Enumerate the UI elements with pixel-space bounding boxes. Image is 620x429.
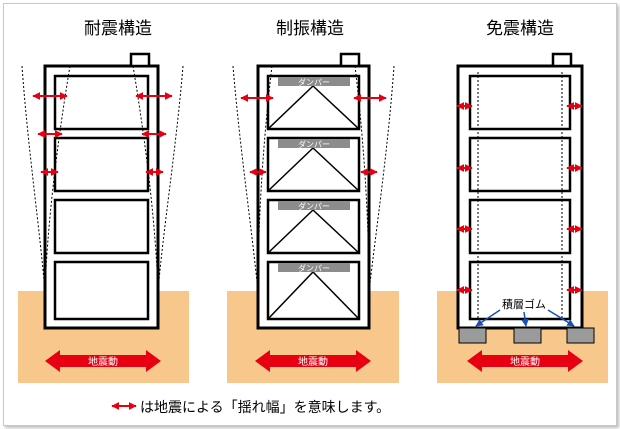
panel-seishin: ダンパー ダンパー ダンパー ダンパー 地震動 (227, 52, 399, 383)
panel-menshin: 積層ゴム 地震動 (437, 52, 608, 383)
rubber-bearings (458, 327, 595, 344)
svg-text:ダンパー: ダンパー (298, 263, 330, 273)
ground-motion-arrow-menshin (467, 350, 583, 372)
svg-text:ダンパー: ダンパー (298, 201, 330, 211)
ground-label-taishin: 地震動 (88, 355, 118, 368)
dampers: ダンパー ダンパー ダンパー ダンパー (278, 77, 350, 273)
ground-label-seishin: 地震動 (298, 355, 328, 368)
title-menshin: 免震構造 (486, 19, 554, 39)
ground-motion-arrow-taishin (45, 350, 161, 372)
svg-text:ダンパー: ダンパー (298, 77, 330, 87)
title-taishin: 耐震構造 (84, 19, 152, 39)
title-seishin: 制振構造 (276, 19, 344, 39)
bearing-label: 積層ゴム (502, 297, 546, 311)
ground-label-menshin: 地震動 (510, 355, 540, 368)
ground-motion-arrow-seishin (255, 350, 371, 372)
svg-text:ダンパー: ダンパー (298, 139, 330, 149)
panel-taishin: 地震動 (18, 52, 189, 383)
rooftop-box-taishin (129, 52, 151, 68)
legend-text: は地震による「揺れ幅」を意味します。 (140, 400, 391, 416)
